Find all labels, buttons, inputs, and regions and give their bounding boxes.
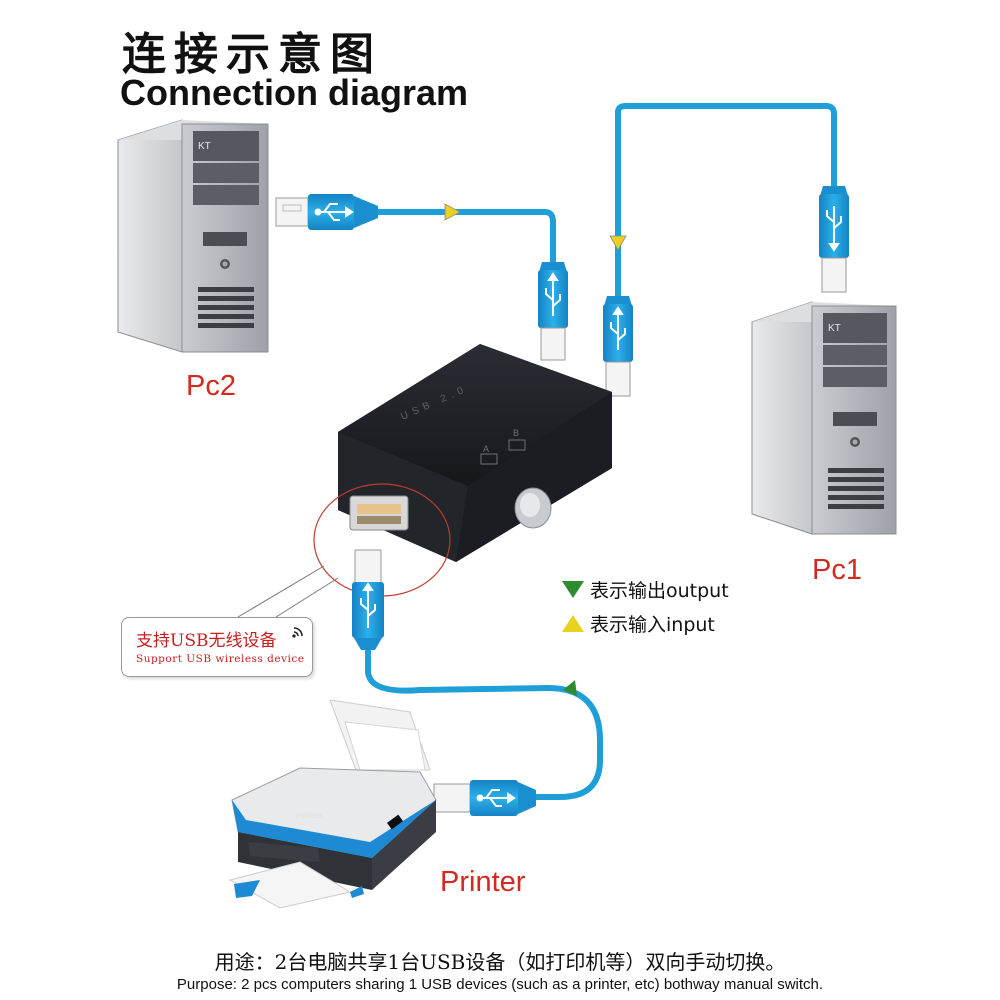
pc2-tower: KT <box>117 119 269 353</box>
footer-purpose-english: Purpose: 2 pcs computers sharing 1 USB d… <box>176 976 824 993</box>
pc1-case-text: KT <box>828 323 841 334</box>
switch-port-a-label: A <box>483 444 489 454</box>
printer-label: Printer <box>440 866 526 898</box>
callout-text-chinese: 支持USB无线设备 <box>136 631 277 651</box>
title-chinese: 连接示意图 <box>122 29 382 80</box>
legend: 表示输出output 表示输入input <box>562 572 729 640</box>
callout-pointer-line <box>237 565 325 618</box>
usb-plug-switch-device <box>352 549 384 650</box>
usb-symbol-icon <box>476 789 516 807</box>
pc1-label: Pc1 <box>812 554 862 586</box>
usb-plug-pc1 <box>819 186 849 293</box>
input-arrow-pc2 <box>444 203 461 221</box>
callout-text-english: Support USB wireless device <box>136 653 305 665</box>
wireless-signal-icon <box>292 627 303 638</box>
cable-pc2-to-switch <box>375 209 556 265</box>
usb-switch-box: USB 2.0 A B <box>338 344 612 562</box>
usb-plug-printer <box>433 780 536 816</box>
pc1-tower: KT <box>751 301 897 535</box>
usb-symbol-icon <box>314 203 354 221</box>
input-arrow-pc1 <box>609 235 627 251</box>
cables <box>365 103 837 800</box>
usb-symbol-icon <box>610 306 626 350</box>
input-triangle-icon <box>562 614 584 632</box>
cable-pc1-to-switch <box>615 103 837 299</box>
legend-input-text: 表示输入input <box>590 613 715 636</box>
pc2-case-text: KT <box>198 141 211 152</box>
usb-plug-switch-b <box>538 262 568 361</box>
cable-switch-to-printer <box>365 639 603 800</box>
legend-output: 表示输出output <box>562 572 729 606</box>
legend-input: 表示输入input <box>562 606 729 640</box>
output-arrow-printer <box>563 680 577 696</box>
usb-symbol-icon <box>360 582 376 628</box>
footer-purpose-chinese: 用途：2台电脑共享1台USB设备（如打印机等）双向手动切换。 <box>214 950 786 974</box>
usb-plug-pc2 <box>275 194 378 230</box>
switch-port-b-label: B <box>513 428 519 438</box>
usb-symbol-icon <box>545 272 561 316</box>
wireless-support-callout: 支持USB无线设备 Support USB wireless device <box>121 617 313 677</box>
printer: PRINTER <box>228 699 437 909</box>
output-triangle-icon <box>562 580 584 598</box>
usb-symbol-icon <box>826 206 842 252</box>
title-english: Connection diagram <box>120 72 469 113</box>
printer-brand-text: PRINTER <box>296 814 323 820</box>
legend-output-text: 表示输出output <box>590 579 729 602</box>
usb-plug-switch-a <box>603 296 633 397</box>
pc2-label: Pc2 <box>186 370 236 402</box>
